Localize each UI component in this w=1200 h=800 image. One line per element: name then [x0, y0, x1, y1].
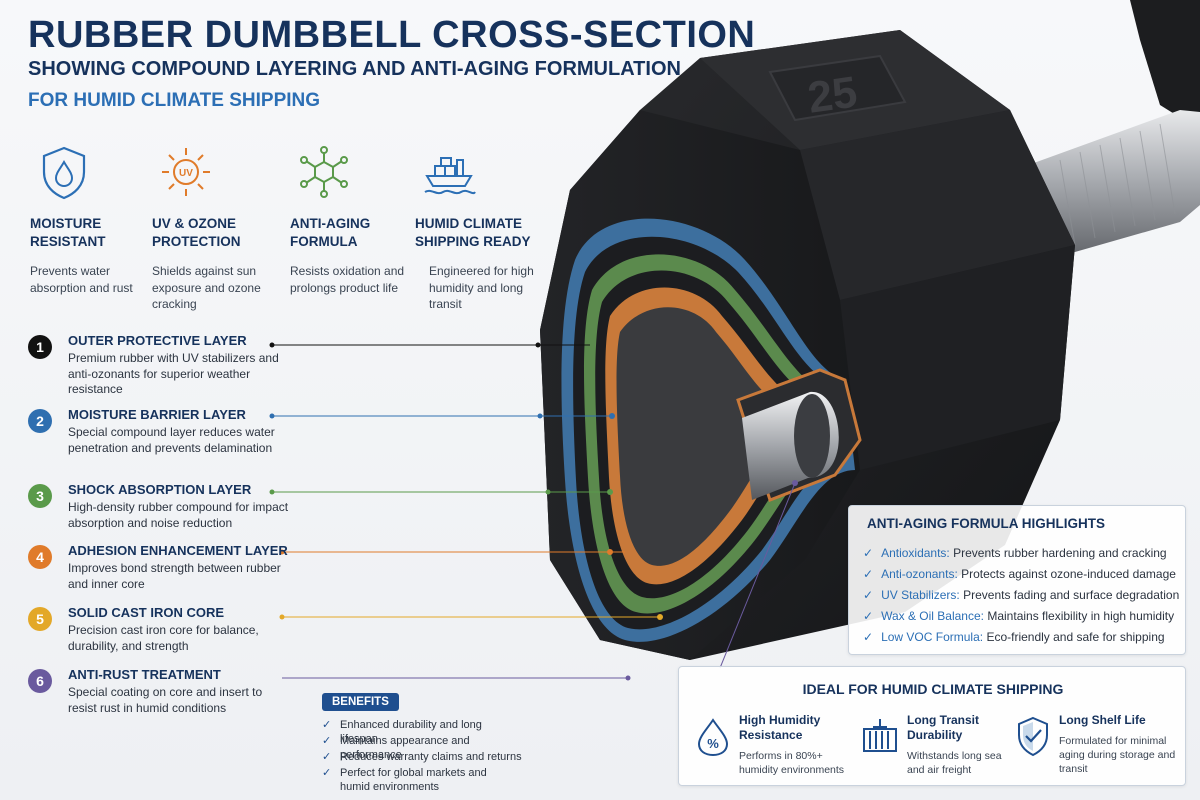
layer-title: OUTER PROTECTIVE LAYER	[68, 333, 247, 348]
page-title: RUBBER DUMBBELL CROSS-SECTION	[28, 14, 756, 56]
cargo-ship-icon	[424, 157, 476, 195]
check-icon: ✓	[322, 735, 332, 747]
solid-cast-iron-core	[616, 307, 786, 566]
svg-text:UV: UV	[179, 168, 193, 179]
benefit-item: ✓Reduces warranty claims and returns	[322, 751, 522, 763]
water-drop-shield-icon	[42, 146, 86, 200]
leader-lines	[269, 342, 798, 681]
anti-aging-highlights-panel: ANTI-AGING FORMULA HIGHLIGHTS ✓Antioxida…	[848, 505, 1186, 655]
weight-plate-recess	[768, 54, 907, 122]
benefits-label: BENEFITS	[322, 693, 399, 711]
ideal-item-shelf-life: Long Shelf Life Formulated for minimal a…	[1059, 713, 1176, 775]
benefit-item: ✓Enhanced durability and long lifespan	[322, 719, 482, 745]
feature-desc: Shields against sun exposure and ozone c…	[152, 264, 261, 311]
layer-desc: High-density rubber compound for impact …	[68, 500, 289, 530]
humidity-drop-icon: %	[697, 718, 729, 757]
check-icon: ✓	[863, 588, 874, 602]
layer-number-badge: 5	[28, 607, 52, 631]
layer-number-badge: 6	[28, 669, 52, 693]
layer-title: SHOCK ABSORPTION LAYER	[68, 482, 252, 497]
feature-title: UV & OZONE PROTECTION	[152, 216, 241, 249]
layer-desc: Improves bond strength between rubber an…	[68, 561, 281, 591]
ideal-humid-shipping-panel: IDEAL FOR HUMID CLIMATE SHIPPING % High …	[678, 666, 1186, 786]
layer-number-badge: 2	[28, 409, 52, 433]
anti-aging-item: ✓UV Stabilizers: Prevents fading and sur…	[863, 588, 1180, 602]
benefit-item: ✓Perfect for global markets and humid en…	[322, 767, 487, 793]
feature-title: ANTI-AGING FORMULA	[290, 216, 371, 249]
check-icon: ✓	[322, 767, 332, 779]
molecule-icon	[300, 146, 348, 198]
ideal-item-high-humidity: High Humidity Resistance Performs in 80%…	[739, 713, 845, 776]
feature-title: HUMID CLIMATE SHIPPING READY	[415, 216, 531, 249]
weight-marking: 25	[805, 67, 860, 122]
feature-anti-aging-formula: ANTI-AGING FORMULA Resists oxidation and…	[290, 142, 420, 296]
anti-aging-title: ANTI-AGING FORMULA HIGHLIGHTS	[867, 516, 1105, 531]
layer-title: ADHESION ENHANCEMENT LAYER	[68, 543, 288, 558]
feature-moisture-resistant: MOISTURE RESISTANT Prevents water absorp…	[30, 142, 160, 296]
ideal-title: IDEAL FOR HUMID CLIMATE SHIPPING	[802, 681, 1064, 697]
layer-title: SOLID CAST IRON CORE	[68, 605, 225, 620]
feature-uv-ozone-protection: UV UV & OZONE PROTECTION Shields against…	[152, 142, 282, 313]
check-icon: ✓	[863, 567, 874, 581]
check-icon: ✓	[863, 630, 874, 644]
benefit-item: ✓Maintains appearance and performance	[322, 735, 470, 761]
layer-title: MOISTURE BARRIER LAYER	[68, 407, 246, 422]
svg-text:%: %	[707, 736, 719, 751]
check-icon: ✓	[863, 546, 874, 560]
check-icon: ✓	[322, 719, 332, 731]
layer-title: ANTI-RUST TREATMENT	[68, 667, 221, 682]
shield-check-icon	[1018, 716, 1048, 757]
anti-aging-item: ✓Wax & Oil Balance: Maintains flexibilit…	[863, 609, 1175, 623]
feature-desc: Resists oxidation and prolongs product l…	[290, 264, 405, 295]
layer-number-badge: 3	[28, 484, 52, 508]
layer-number-badge: 4	[28, 545, 52, 569]
uv-sun-icon: UV	[162, 148, 210, 196]
page-subtitle: SHOWING COMPOUND LAYERING AND ANTI-AGING…	[28, 58, 681, 80]
layer-desc: Special coating on core and insert to re…	[68, 685, 263, 715]
feature-desc: Engineered for high humidity and long tr…	[429, 264, 534, 311]
anti-aging-item: ✓Anti-ozonants: Protects against ozone-i…	[863, 567, 1176, 581]
anti-aging-item: ✓Antioxidants: Prevents rubber hardening…	[863, 546, 1167, 560]
feature-title: MOISTURE RESISTANT	[30, 216, 106, 249]
check-icon: ✓	[322, 751, 332, 763]
page-tagline: FOR HUMID CLIMATE SHIPPING	[28, 90, 321, 111]
check-icon: ✓	[863, 609, 874, 623]
shipping-container-icon	[863, 719, 897, 752]
ideal-item-long-transit: Long Transit Durability Withstands long …	[907, 713, 1002, 776]
dumbbell-handle	[1020, 110, 1200, 262]
layer-desc: Premium rubber with UV stabilizers and a…	[68, 351, 279, 396]
far-dumbbell-head	[1130, 0, 1200, 130]
anti-aging-item: ✓Low VOC Formula: Eco-friendly and safe …	[863, 630, 1165, 644]
feature-desc: Prevents water absorption and rust	[30, 264, 133, 295]
layer-desc: Precision cast iron core for balance, du…	[68, 623, 259, 653]
layer-desc: Special compound layer reduces water pen…	[68, 425, 275, 455]
feature-humid-shipping-ready: HUMID CLIMATE SHIPPING READY Engineered …	[415, 142, 550, 313]
layer-number-badge: 1	[28, 335, 52, 359]
